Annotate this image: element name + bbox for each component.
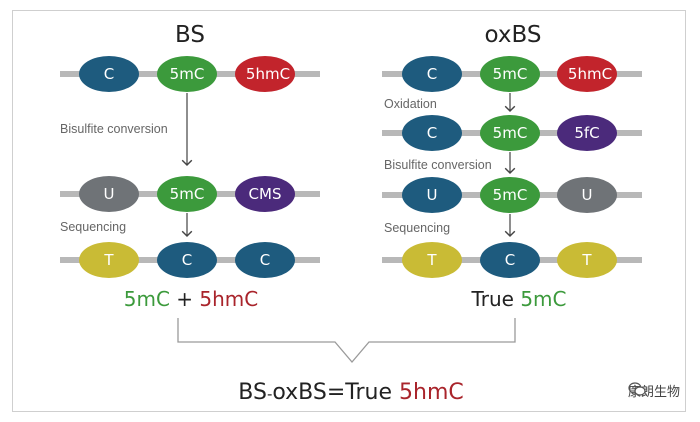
oxbs-r1-label-2: 5mC xyxy=(493,65,528,83)
watermark: 康朗生物 xyxy=(628,381,680,400)
oxbs-result-true: True xyxy=(470,287,520,311)
oxbs-title: oxBS xyxy=(485,22,542,48)
bs-result: 5mC + 5hmC xyxy=(124,287,259,311)
oxbs-r3-label-1: U xyxy=(427,186,438,204)
bs-r2-base-u xyxy=(79,176,139,212)
diagram-frame xyxy=(12,10,686,412)
bs-r1-base-5hmc xyxy=(235,56,295,92)
oxbs-r4-label-3: T xyxy=(581,251,592,269)
equation-oxbs-true: oxBS=True xyxy=(272,380,399,405)
bs-r3-base-c2 xyxy=(235,242,295,278)
oxbs-result: True 5mC xyxy=(470,287,566,311)
equation: BS-oxBS=True 5hmC xyxy=(238,380,463,405)
bs-r1-label-1: C xyxy=(104,65,114,83)
merge-bracket xyxy=(177,318,516,364)
equation-bs: BS xyxy=(238,380,267,405)
oxbs-r4-base-t1 xyxy=(402,242,462,278)
bs-step-sequencing: Sequencing xyxy=(60,220,126,234)
bs-r2-label-1: U xyxy=(104,185,115,203)
bs-title: BS xyxy=(175,22,205,48)
bs-r3-label-3: C xyxy=(260,251,270,269)
oxbs-r3-base-u2 xyxy=(557,177,617,213)
oxbs-r4-label-1: T xyxy=(426,251,437,269)
oxbs-r4-label-2: C xyxy=(505,251,515,269)
bs-r3-base-c1 xyxy=(157,242,217,278)
oxbs-r1-base-5hmc xyxy=(557,56,617,92)
bs-r1-base-c xyxy=(79,56,139,92)
oxbs-r1-label-3: 5hmC xyxy=(568,65,612,83)
bs-r2-label-3: CMS xyxy=(249,185,282,203)
oxbs-r1-base-c xyxy=(402,56,462,92)
bs-r2-label-2: 5mC xyxy=(170,185,205,203)
oxbs-step-sequencing: Sequencing xyxy=(384,221,450,235)
wechat-icon xyxy=(628,382,646,396)
oxbs-r2-base-c xyxy=(402,115,462,151)
oxbs-r3-label-3: U xyxy=(582,186,593,204)
bs-r3-label-1: T xyxy=(103,251,114,269)
oxbs-step-bisulfite: Bisulfite conversion xyxy=(384,158,492,172)
oxbs-r3-base-5mc xyxy=(480,177,540,213)
oxbs-r2-label-2: 5mC xyxy=(493,124,528,142)
equation-5hmc: 5hmC xyxy=(399,380,464,405)
oxbs-r2-base-5fc xyxy=(557,115,617,151)
bs-step-bisulfite: Bisulfite conversion xyxy=(60,122,168,136)
oxbs-r1-label-1: C xyxy=(427,65,437,83)
oxbs-result-5mc: 5mC xyxy=(520,287,566,311)
bs-r2-base-cms xyxy=(235,176,295,212)
oxbs-r2-base-5mc xyxy=(480,115,540,151)
equation-dash: - xyxy=(267,385,272,403)
bs-r1-label-3: 5hmC xyxy=(246,65,290,83)
bs-result-5hmc: 5hmC xyxy=(199,287,258,311)
oxbs-r4-base-t2 xyxy=(557,242,617,278)
oxbs-r1-base-5mc xyxy=(480,56,540,92)
bs-result-5mc: 5mC xyxy=(124,287,170,311)
oxbs-r3-label-2: 5mC xyxy=(493,186,528,204)
oxbs-r2-label-1: C xyxy=(427,124,437,142)
oxbs-r2-label-3: 5fC xyxy=(574,124,599,142)
bs-r1-base-5mc xyxy=(157,56,217,92)
oxbs-r3-base-u1 xyxy=(402,177,462,213)
bs-r1-label-2: 5mC xyxy=(170,65,205,83)
bs-r3-base-t xyxy=(79,242,139,278)
bs-result-plus: + xyxy=(170,287,199,311)
oxbs-r4-base-c xyxy=(480,242,540,278)
oxbs-step-oxidation: Oxidation xyxy=(384,97,437,111)
bs-r3-label-2: C xyxy=(182,251,192,269)
bs-r2-base-5mc xyxy=(157,176,217,212)
